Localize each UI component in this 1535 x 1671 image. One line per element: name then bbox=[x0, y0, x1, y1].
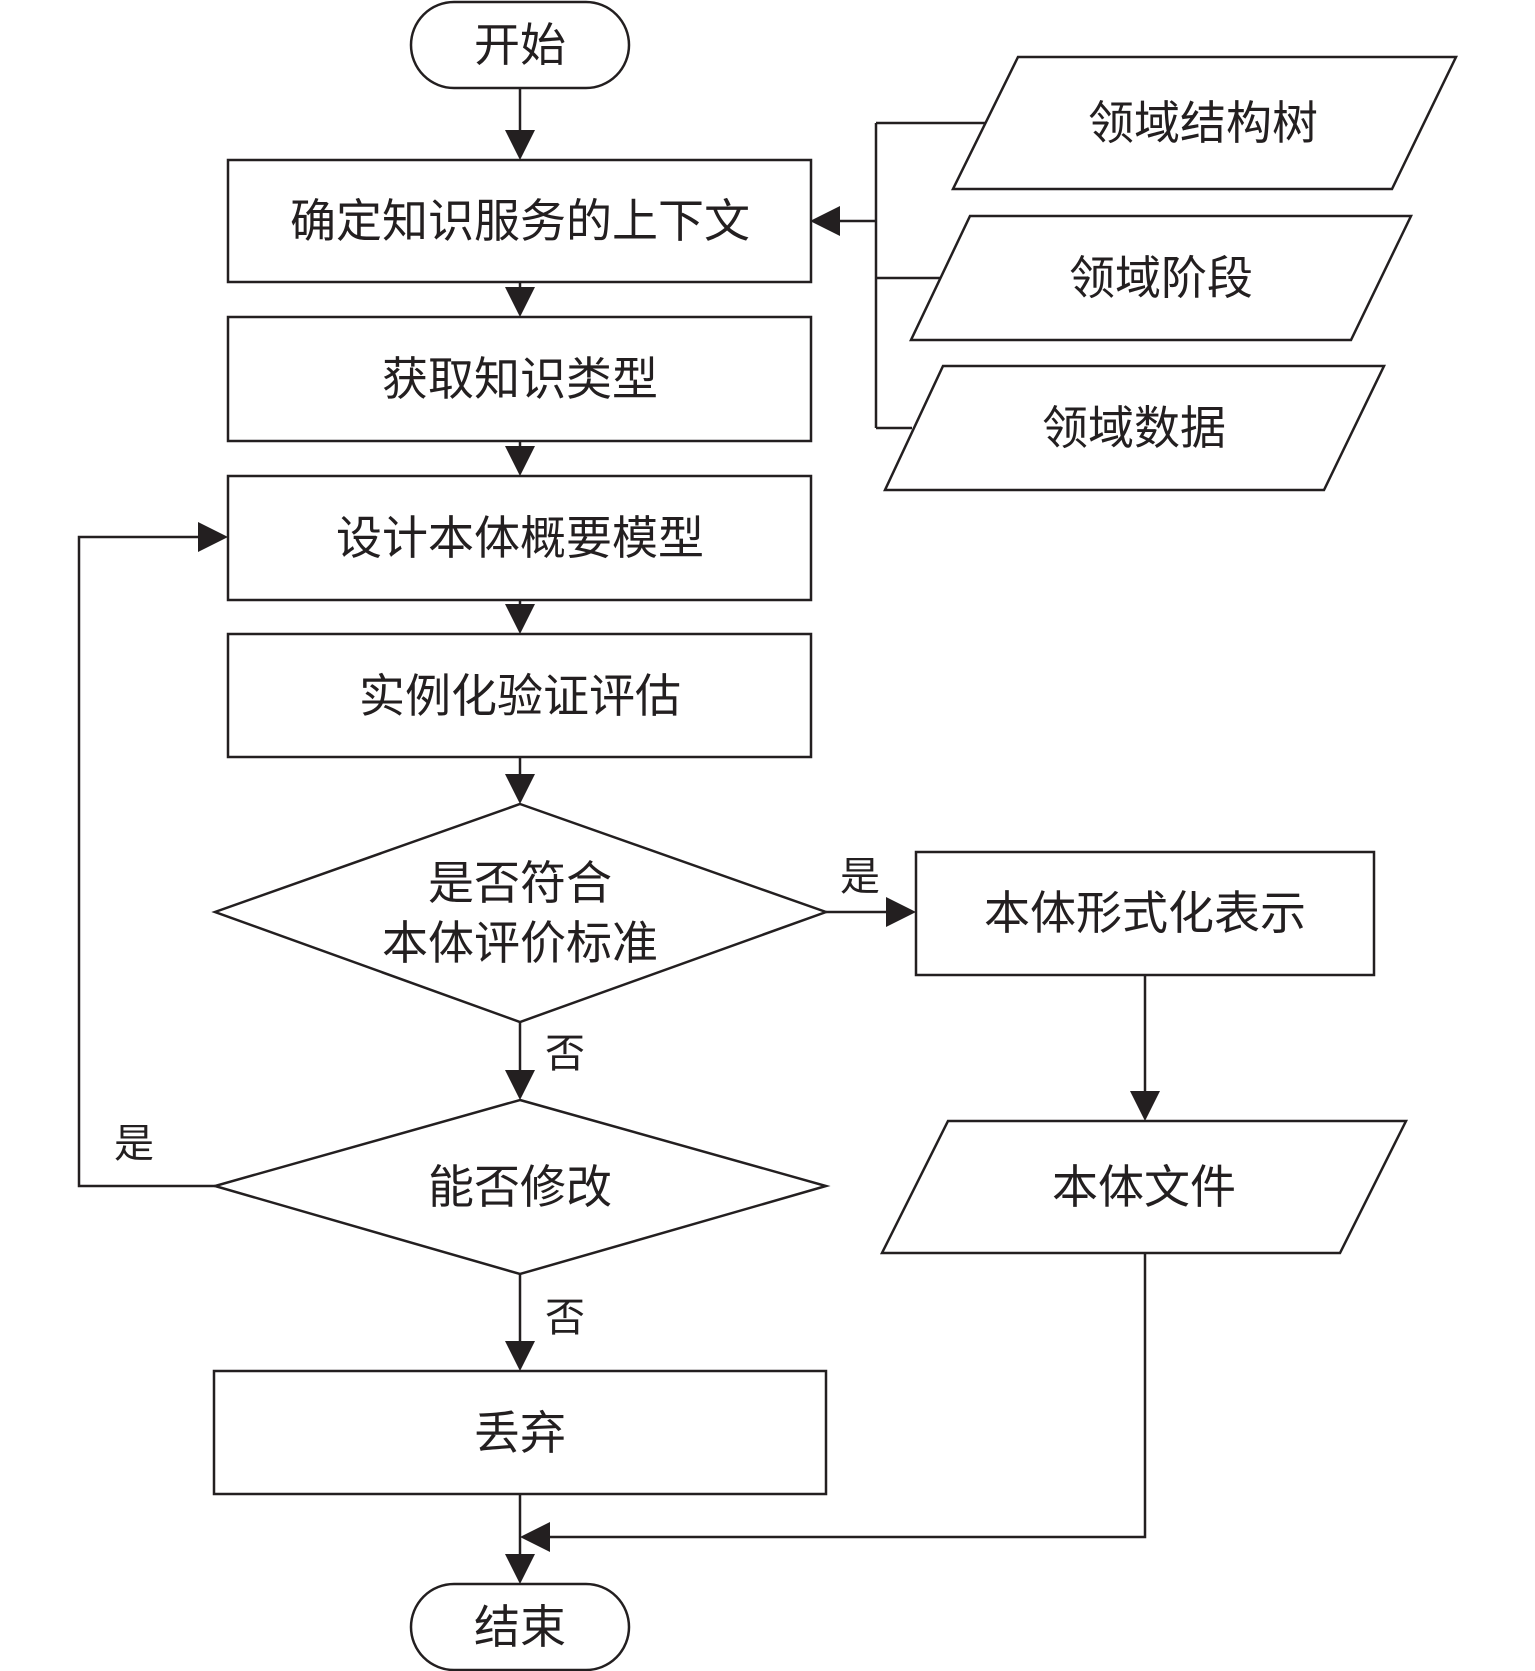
process-types-box bbox=[226, 315, 813, 443]
process-context-label: 确定知识服务的上下文 bbox=[290, 194, 750, 248]
edge-output-end bbox=[545, 1253, 1147, 1539]
edge-label-modify-no: 否 bbox=[545, 1295, 585, 1341]
input-domain-tree: 领域结构树 bbox=[950, 55, 1458, 191]
input-domain-tree-label: 领域结构树 bbox=[1088, 96, 1318, 150]
process-discard-box bbox=[212, 1369, 828, 1496]
process-verify-box bbox=[226, 632, 813, 759]
decision-meets-criteria: 是否符合 本体评价标准 bbox=[211, 802, 830, 1024]
start-terminator: 开始 bbox=[409, 0, 631, 90]
arrowhead-types bbox=[505, 287, 535, 317]
arrowhead-loop bbox=[198, 522, 228, 552]
arrowhead-formalize bbox=[886, 897, 916, 927]
process-discard: 丢弃 bbox=[212, 1369, 828, 1496]
decision-meets-label-line1: 是否符合 bbox=[428, 856, 612, 910]
process-formalize-label: 本体形式化表示 bbox=[984, 886, 1306, 940]
decision-modify-label: 能否修改 bbox=[428, 1160, 612, 1214]
input-domain-stage-shape bbox=[909, 214, 1413, 342]
process-design-label: 设计本体概要模型 bbox=[336, 511, 704, 565]
arrowhead-verify bbox=[505, 604, 535, 634]
input-domain-data: 领域数据 bbox=[883, 364, 1386, 492]
input-domain-stage: 领域阶段 bbox=[909, 214, 1413, 342]
decision-modify-shape bbox=[210, 1098, 831, 1276]
input-domain-data-label: 领域数据 bbox=[1042, 401, 1226, 455]
edge-modify-loop bbox=[77, 535, 215, 1188]
process-design-box bbox=[226, 474, 813, 602]
process-context: 确定知识服务的上下文 bbox=[226, 158, 813, 284]
arrowhead-output bbox=[1130, 1091, 1160, 1121]
process-design: 设计本体概要模型 bbox=[226, 474, 813, 602]
start-shape bbox=[409, 0, 631, 90]
arrowhead-discard bbox=[505, 1341, 535, 1371]
arrowhead-end bbox=[505, 1554, 535, 1584]
arrowhead-design bbox=[505, 446, 535, 476]
decision-can-modify: 能否修改 bbox=[210, 1098, 831, 1276]
process-verify: 实例化验证评估 bbox=[226, 632, 813, 759]
arrowhead-modify bbox=[505, 1070, 535, 1100]
arrowhead-inputs bbox=[810, 206, 840, 236]
decision-meets-label-line2: 本体评价标准 bbox=[382, 916, 658, 970]
end-label: 结束 bbox=[474, 1600, 566, 1654]
process-discard-label: 丢弃 bbox=[474, 1406, 566, 1460]
edge-label-modify-yes: 是 bbox=[114, 1121, 154, 1167]
arrowhead-meets bbox=[505, 774, 535, 804]
edge-label-meets-no: 否 bbox=[545, 1031, 585, 1077]
process-context-box bbox=[226, 158, 813, 284]
input-domain-tree-shape bbox=[950, 55, 1458, 191]
arrowhead-merge bbox=[520, 1522, 550, 1552]
process-verify-label: 实例化验证评估 bbox=[359, 669, 681, 723]
output-ontology-file-shape bbox=[879, 1119, 1409, 1255]
end-shape bbox=[409, 1582, 631, 1671]
input-domain-stage-label: 领域阶段 bbox=[1069, 251, 1253, 305]
output-ontology-file: 本体文件 bbox=[879, 1119, 1409, 1255]
start-label: 开始 bbox=[474, 18, 566, 72]
process-formalize: 本体形式化表示 bbox=[914, 850, 1376, 977]
decision-meets-shape bbox=[211, 802, 830, 1024]
output-ontology-file-label: 本体文件 bbox=[1052, 1160, 1236, 1214]
end-terminator: 结束 bbox=[409, 1582, 631, 1671]
connectors bbox=[77, 88, 1160, 1584]
process-types-label: 获取知识类型 bbox=[382, 352, 658, 406]
arrowhead-context bbox=[505, 130, 535, 160]
edge-label-meets-yes: 是 bbox=[840, 854, 880, 900]
process-formalize-box bbox=[914, 850, 1376, 977]
input-domain-data-shape bbox=[883, 364, 1386, 492]
process-types: 获取知识类型 bbox=[226, 315, 813, 443]
